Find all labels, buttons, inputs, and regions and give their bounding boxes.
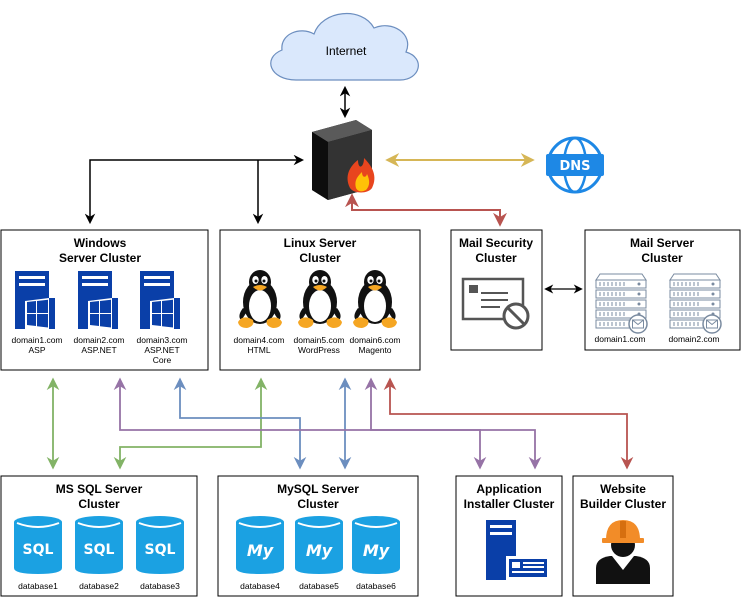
installer-server-icon bbox=[486, 520, 550, 580]
server-tech-label-2: Core bbox=[153, 355, 172, 365]
server-domain-label: domain4.com bbox=[233, 335, 284, 345]
windows-server-icon bbox=[140, 271, 180, 329]
database-label: database2 bbox=[79, 581, 119, 591]
conn-linux-website-builder bbox=[383, 377, 634, 470]
app-installer-title-1: Application bbox=[476, 482, 541, 496]
internet-cloud[interactable]: Internet bbox=[270, 13, 419, 81]
server-domain-label: domain1.com bbox=[594, 334, 645, 344]
database[interactable]: My database4 bbox=[235, 515, 285, 591]
mysql-server-cluster[interactable]: MySQL Server Cluster My database4 My dat… bbox=[217, 475, 419, 597]
cloud-icon bbox=[270, 13, 419, 81]
linux-cluster-title-1: Linux Server bbox=[284, 236, 357, 250]
website-builder-cluster[interactable]: Website Builder Cluster bbox=[572, 475, 674, 597]
linux-cluster-title-2: Cluster bbox=[299, 251, 341, 265]
server-domain-label: domain2.com bbox=[73, 335, 124, 345]
mail-server[interactable]: domain2.com bbox=[668, 273, 722, 344]
server-tech-label: WordPress bbox=[298, 345, 340, 355]
db-icon-text: SQL bbox=[145, 542, 176, 558]
mail-server-cluster[interactable]: Mail Server Cluster domain1.com domain2.… bbox=[584, 229, 741, 351]
mssql-title-1: MS SQL Server bbox=[56, 482, 143, 496]
db-icon-text: SQL bbox=[23, 542, 54, 558]
server-domain-label: domain6.com bbox=[349, 335, 400, 345]
conn-firewall-windows bbox=[84, 154, 305, 225]
db-icon-text: My bbox=[363, 541, 390, 560]
conn-linux-mssql bbox=[113, 377, 268, 470]
database-label: database4 bbox=[240, 581, 280, 591]
windows-cluster-title-2: Server Cluster bbox=[59, 251, 141, 265]
mail-security-cluster[interactable]: Mail Security Cluster bbox=[450, 229, 543, 351]
windows-server-cluster[interactable]: Windows Server Cluster domain1.com ASP d… bbox=[0, 229, 209, 371]
website-builder-title-1: Website bbox=[600, 482, 646, 496]
database[interactable]: SQL database1 bbox=[13, 515, 63, 591]
firewall[interactable] bbox=[312, 120, 375, 200]
windows-server[interactable]: domain1.com ASP bbox=[11, 271, 63, 355]
mssql-title-2: Cluster bbox=[78, 497, 120, 511]
mail-security-title-2: Cluster bbox=[475, 251, 517, 265]
website-builder-title-2: Builder Cluster bbox=[580, 497, 666, 511]
server-domain-label: domain3.com bbox=[136, 335, 187, 345]
windows-server[interactable]: domain3.com ASP.NET Core bbox=[136, 271, 188, 365]
mail-server[interactable]: domain1.com bbox=[594, 273, 648, 344]
mssql-server-cluster[interactable]: MS SQL Server Cluster SQL database1 SQL … bbox=[0, 475, 198, 597]
linux-server[interactable]: domain4.com HTML bbox=[233, 270, 285, 355]
firewall-icon bbox=[312, 120, 375, 200]
builder-worker-icon bbox=[596, 520, 650, 584]
mysql-title-1: MySQL Server bbox=[277, 482, 359, 496]
database[interactable]: My database6 bbox=[351, 515, 401, 591]
database-label: database6 bbox=[356, 581, 396, 591]
database-label: database5 bbox=[299, 581, 339, 591]
linux-server[interactable]: domain6.com Magento bbox=[349, 270, 401, 355]
windows-server-icon bbox=[15, 271, 55, 329]
blocked-mail-icon bbox=[461, 277, 530, 330]
dns-globe[interactable]: DNS bbox=[546, 136, 604, 194]
server-domain-label: domain1.com bbox=[11, 335, 62, 345]
internet-label: Internet bbox=[326, 44, 367, 58]
server-tech-label: ASP.NET bbox=[81, 345, 116, 355]
windows-server[interactable]: domain2.com ASP.NET bbox=[73, 271, 125, 355]
mail-rack-icon bbox=[669, 273, 722, 334]
linux-server[interactable]: domain5.com WordPress bbox=[293, 270, 345, 355]
mail-security-title-1: Mail Security bbox=[459, 236, 533, 250]
database[interactable]: SQL database2 bbox=[74, 515, 124, 591]
server-domain-label: domain5.com bbox=[293, 335, 344, 345]
dns-label: DNS bbox=[559, 159, 590, 174]
mail-server-title-1: Mail Server bbox=[630, 236, 694, 250]
database[interactable]: My database5 bbox=[294, 515, 344, 591]
mail-server-title-2: Cluster bbox=[641, 251, 683, 265]
server-tech-label: HTML bbox=[247, 345, 270, 355]
database-label: database3 bbox=[140, 581, 180, 591]
database[interactable]: SQL database3 bbox=[135, 515, 185, 591]
mysql-title-2: Cluster bbox=[297, 497, 339, 511]
linux-server-cluster[interactable]: Linux Server Cluster domain4.com HTML do… bbox=[219, 229, 421, 371]
windows-cluster-title-1: Windows bbox=[74, 236, 127, 250]
windows-server-icon bbox=[78, 271, 118, 329]
conn-windows-mysql bbox=[173, 377, 307, 470]
conn-firewall-mail-security bbox=[345, 193, 507, 227]
server-tech-label: ASP.NET bbox=[144, 345, 179, 355]
db-icon-text: My bbox=[247, 541, 274, 560]
connectors bbox=[46, 85, 634, 470]
server-tech-label: ASP bbox=[28, 345, 45, 355]
db-icon-text: My bbox=[306, 541, 333, 560]
application-installer-cluster[interactable]: Application Installer Cluster bbox=[455, 475, 563, 597]
conn-linux-app-installer bbox=[364, 377, 542, 470]
server-domain-label: domain2.com bbox=[668, 334, 719, 344]
server-tech-label: Magento bbox=[358, 345, 391, 355]
db-icon-text: SQL bbox=[84, 542, 115, 558]
app-installer-title-2: Installer Cluster bbox=[464, 497, 555, 511]
mail-rack-icon bbox=[595, 273, 648, 334]
database-label: database1 bbox=[18, 581, 58, 591]
